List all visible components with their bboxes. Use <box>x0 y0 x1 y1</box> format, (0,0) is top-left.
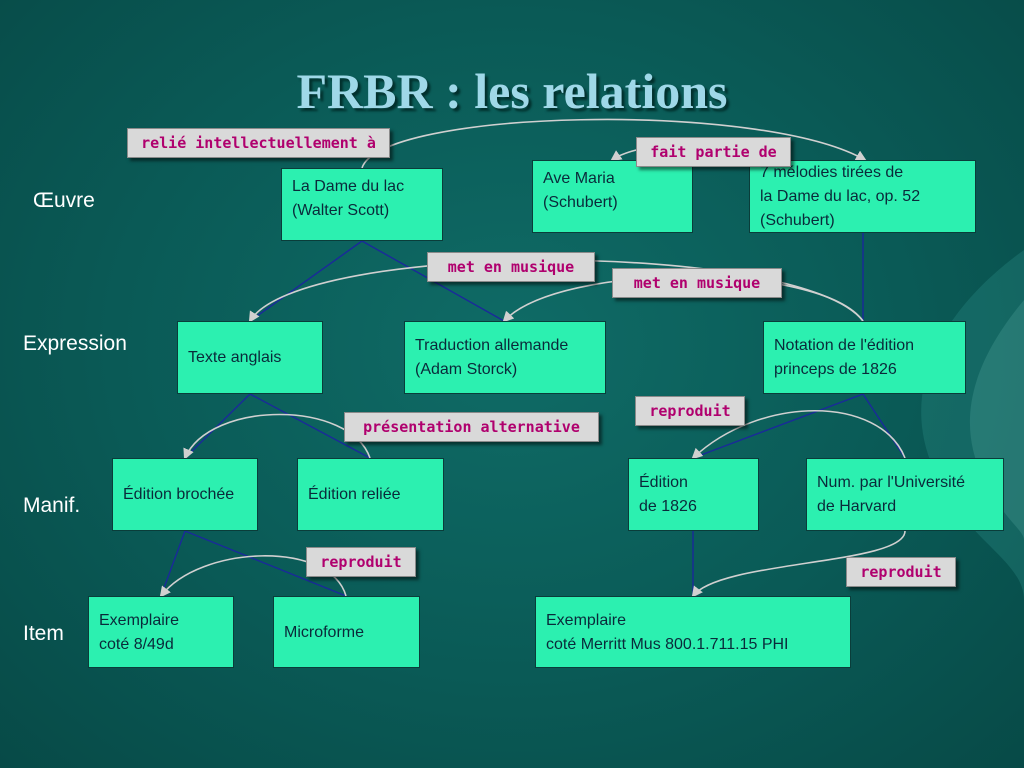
link-texte-reliee <box>249 393 371 459</box>
relation-met-en-musique-1: met en musique <box>427 252 595 282</box>
arc-reproduit-1 <box>691 410 906 460</box>
box-texte-anglais: Texte anglais <box>177 321 323 394</box>
box-sept-melodies: 7 mélodies tirées de la Dame du lac, op.… <box>749 160 976 233</box>
box-edition-de-1826: Édition de 1826 <box>628 458 759 531</box>
level-label-manif: Manif. <box>23 494 81 517</box>
link-brochee-exemplaire <box>160 530 186 597</box>
relation-reproduit-2: reproduit <box>306 547 416 577</box>
level-label-expression: Expression <box>23 332 127 355</box>
box-exemplaire-849d: Exemplaire coté 8/49d <box>88 596 234 668</box>
arc-reproduit-2 <box>159 555 347 598</box>
arc-reproduit-3 <box>691 530 906 598</box>
box-ave-maria: Ave Maria (Schubert) <box>532 160 693 233</box>
relation-relie-intellectuellement: relié intellectuellement à <box>127 128 390 158</box>
slide-title: FRBR : les relations <box>296 63 728 119</box>
box-dame-du-lac: La Dame du lac (Walter Scott) <box>281 168 443 241</box>
link-dame-texte <box>249 240 363 322</box>
box-notation-1826: Notation de l'édition princeps de 1826 <box>763 321 966 394</box>
relation-fait-partie-de: fait partie de <box>636 137 791 167</box>
link-notation-harvard <box>862 393 906 459</box>
link-texte-brochee <box>184 393 251 459</box>
level-label-oeuvre: Œuvre <box>33 189 95 212</box>
level-label-item: Item <box>23 622 64 645</box>
arc-presentation <box>183 413 371 461</box>
box-microforme: Microforme <box>273 596 420 668</box>
relation-met-en-musique-2: met en musique <box>612 268 782 298</box>
link-brochee-microforme <box>184 530 347 597</box>
relation-reproduit-1: reproduit <box>635 396 745 426</box>
link-notation-1826 <box>692 393 864 459</box>
box-num-harvard: Num. par l'Université de Harvard <box>806 458 1004 531</box>
box-traduction-allemande: Traduction allemande (Adam Storck) <box>404 321 606 394</box>
box-edition-brochee: Édition brochée <box>112 458 258 531</box>
relation-presentation-alternative: présentation alternative <box>344 412 599 442</box>
relation-reproduit-3: reproduit <box>846 557 956 587</box>
box-exemplaire-merritt: Exemplaire coté Merritt Mus 800.1.711.15… <box>535 596 851 668</box>
box-edition-reliee: Édition reliée <box>297 458 444 531</box>
